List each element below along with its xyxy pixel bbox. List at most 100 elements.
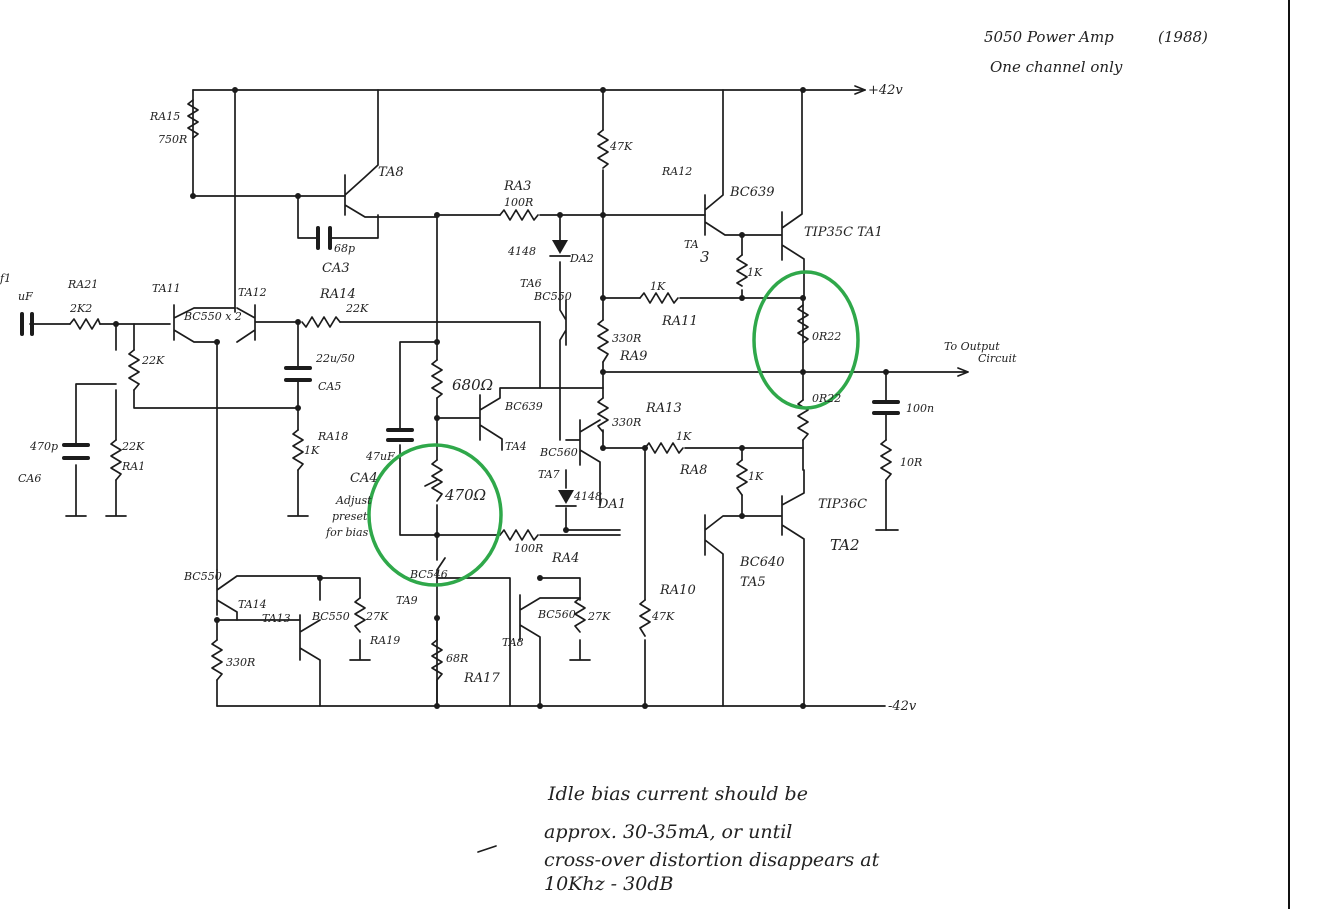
title-main: 5050 Power Amp (984, 28, 1114, 46)
label-ta3: TA (684, 238, 699, 251)
resistor-470-preset (431, 459, 443, 502)
highlight-emitter-resistors (752, 270, 860, 410)
resistor-ra17 (431, 639, 443, 681)
label-input-a: f1 (0, 272, 11, 285)
diodes (549, 240, 577, 507)
note-line-1: Idle bias current should be (547, 783, 808, 805)
resistor-ra11 (639, 292, 679, 304)
label-ra14-val: 22K (345, 302, 369, 315)
capacitor-ca4 (386, 428, 414, 442)
resistor-0r22-top (797, 304, 809, 344)
resistor-ra8 (644, 442, 684, 454)
label-ra3: RA3 (503, 179, 531, 194)
preset-wiper (424, 479, 438, 487)
capacitor-input (20, 312, 34, 336)
resistor-1k-ta3 (736, 254, 748, 287)
resistor-ra4 (499, 529, 539, 541)
label-d4148-a: 4148 (507, 245, 536, 258)
label-d4148-b: 4148 (573, 490, 602, 503)
capacitor-ca5 (284, 366, 312, 382)
label-680: 680Ω (452, 376, 493, 394)
label-ca4: CA4 (350, 471, 378, 486)
note-line-3: cross-over distortion disappears at (544, 849, 880, 871)
label-1k-e: 1K (748, 470, 764, 483)
label-ra15: RA15 (149, 110, 180, 123)
label-470p: 470p (29, 440, 58, 453)
label-ta7: TA7 (538, 468, 560, 481)
label-1k-d: 1K (676, 430, 692, 443)
label-ca6: CA6 (18, 472, 41, 485)
label-ra21: RA21 (67, 278, 98, 291)
label-ta11: TA11 (152, 282, 181, 295)
label-pair: BC550 x 2 (183, 310, 242, 323)
label-ta6-type: BC550 (533, 290, 572, 303)
label-ra17: RA17 (463, 671, 500, 686)
label-ra18: RA18 (317, 430, 348, 443)
diode-da2 (552, 240, 568, 254)
resistor-ra18 (292, 429, 304, 471)
page-edge (1288, 0, 1290, 909)
resistor-27k-ta10 (574, 597, 586, 633)
label-68r: 68R (446, 652, 468, 665)
label-27k-a: 27K (365, 610, 389, 623)
label-ta3-num: 3 (700, 248, 710, 266)
label-ta5-type: BC640 (739, 555, 785, 570)
label-1k-c: 1K (304, 444, 320, 457)
label-22k-b: 22K (121, 440, 145, 453)
label-adjust-2: preset (332, 510, 368, 523)
labels: 5050 Power Amp (1988) One channel only +… (0, 28, 1208, 714)
label-ca4-val: 47uF (365, 450, 395, 463)
label-22k-a: 22K (141, 354, 165, 367)
label-bc550-a: BC550 (183, 570, 222, 583)
capacitor-ca6 (62, 443, 90, 460)
label-ra12: RA12 (661, 165, 692, 178)
resistor-ra3 (499, 209, 539, 221)
label-ra13: RA13 (645, 401, 682, 416)
label-ta6: TA6 (520, 277, 542, 290)
label-ra12-val: 47K (609, 140, 633, 153)
label-ta2-type: TIP36C (818, 497, 867, 512)
label-330r-b: 330R (612, 416, 641, 429)
bias-note: Idle bias current should be approx. 30-3… (477, 783, 880, 895)
output-label-1: To Output (944, 340, 1000, 353)
label-bc639-b: BC639 (504, 400, 543, 413)
resistor-ra9 (597, 319, 609, 363)
label-ra9: RA9 (619, 349, 647, 364)
label-47k-b: 47K (651, 610, 675, 623)
label-ta3-type: BC639 (729, 185, 775, 200)
label-0r22-b: 0R22 (812, 392, 841, 405)
note-dash (477, 845, 497, 853)
label-ta2: TA2 (830, 536, 860, 554)
label-ra21-val: 2K2 (69, 302, 92, 315)
resistor-680 (431, 359, 443, 399)
resistor-330-mirror (211, 639, 223, 681)
label-470: 470Ω (444, 486, 486, 504)
title-sub: One channel only (990, 58, 1123, 76)
label-da1: DA1 (597, 497, 626, 512)
label-ta1: TIP35C TA1 (804, 225, 883, 240)
label-ra1: RA1 (121, 460, 145, 473)
resistors (69, 99, 892, 681)
label-ra3-val: 100R (504, 196, 533, 209)
resistor-0r22-bottom (797, 399, 809, 441)
label-ra4: RA4 (551, 551, 579, 566)
label-ra14: RA14 (319, 287, 356, 302)
label-adjust-1: Adjust (335, 494, 372, 507)
label-ra19: RA19 (369, 634, 400, 647)
resistor-ra13 (597, 397, 609, 433)
label-ta12: TA12 (238, 286, 267, 299)
label-bc560-b: BC560 (537, 608, 576, 621)
label-ra11: RA11 (661, 314, 698, 329)
resistor-1k-ta5 (736, 459, 748, 496)
resistor-10r (880, 439, 892, 481)
label-100n: 100n (906, 402, 934, 415)
label-bc546: BC546 (409, 568, 448, 581)
label-1k-a: 1K (650, 280, 666, 293)
label-ra15-val: 750R (158, 133, 187, 146)
resistor-ra12 (597, 129, 609, 169)
label-ca3-val: 68p (334, 242, 355, 255)
label-bc550-b: BC550 (311, 610, 350, 623)
resistor-ra14 (301, 316, 341, 328)
resistor-22k-input (128, 349, 140, 391)
